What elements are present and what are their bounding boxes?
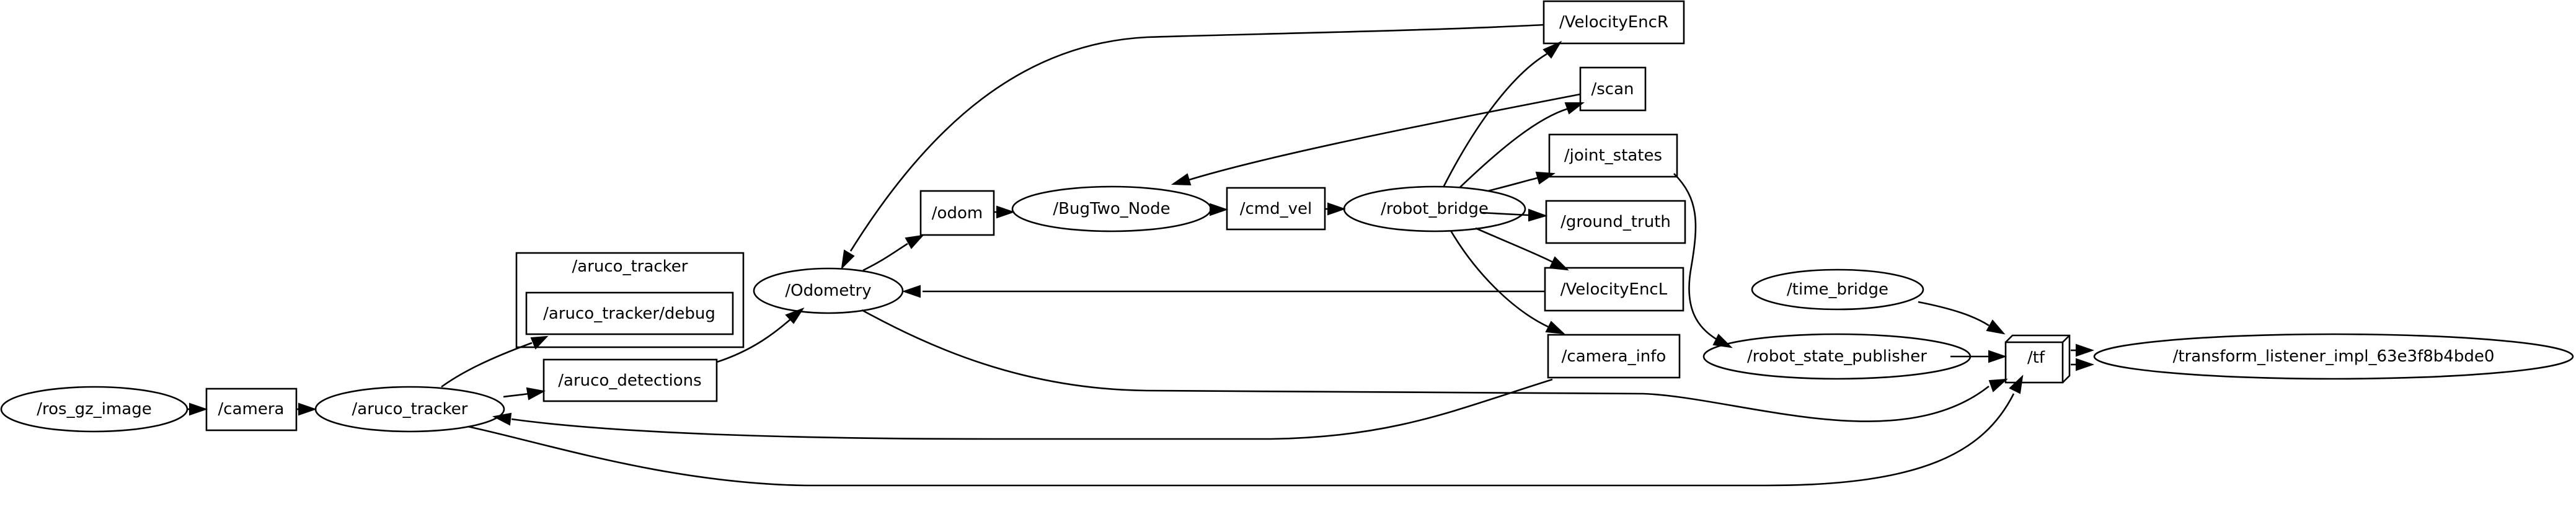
node-label: /BugTwo_Node: [1053, 200, 1170, 218]
edge-aruco-tracker-to-tf: [467, 374, 2024, 487]
edge-aruco-tracker-to-detections: [503, 387, 546, 401]
edge-scan-to-bugtwo: [1171, 93, 1581, 186]
topic-label: /aruco_detections: [558, 371, 701, 390]
node-aruco-tracker[interactable]: /aruco_tracker: [314, 386, 505, 433]
topic-label: /VelocityEncR: [1559, 13, 1668, 32]
edge-robot-bridge-to-ground-truth: [1480, 208, 1548, 222]
topic-velocity-enc-r[interactable]: /VelocityEncR: [1543, 0, 1685, 45]
edge-robot-bridge-to-camera-info: [1450, 230, 1565, 335]
edge-velocity-enc-l-to-odometry: [901, 285, 1545, 298]
nodes: /ros_gz_image /camera /aruco_tracker /ar…: [0, 0, 2574, 433]
node-label: /robot_state_publisher: [1747, 347, 1927, 366]
topic-label: /ground_truth: [1560, 213, 1671, 231]
namespace-label: /aruco_tracker: [572, 257, 688, 276]
node-robot-state-publisher[interactable]: /robot_state_publisher: [1702, 333, 1972, 380]
topic-label: /aruco_tracker/debug: [543, 304, 715, 323]
edge-velocity-enc-r-to-odometry: [841, 24, 1544, 270]
node-label: /aruco_tracker: [352, 400, 468, 418]
node-ros-gz-image[interactable]: /ros_gz_image: [0, 386, 188, 433]
topic-label: /scan: [1591, 80, 1634, 99]
topic-label: /joint_states: [1564, 146, 1662, 165]
edge-robot-bridge-to-velocity-enc-r: [1442, 40, 1562, 188]
edge-camera-to-aruco-tracker: [296, 402, 317, 416]
node-time-bridge[interactable]: /time_bridge: [1751, 268, 1924, 311]
topic-label: /odom: [932, 204, 983, 223]
topic-cmd-vel[interactable]: /cmd_vel: [1226, 187, 1326, 231]
topic-velocity-enc-l[interactable]: /VelocityEncL: [1544, 267, 1684, 312]
edge-time-bridge-to-tf: [1918, 301, 2006, 335]
edge-bugtwo-to-cmd-vel: [1210, 203, 1229, 216]
node-transform-listener[interactable]: /transform_listener_impl_63e3f8b4bde0: [2093, 333, 2574, 380]
topic-label: /camera_info: [1562, 347, 1666, 366]
topic-label: /tf: [2027, 348, 2045, 367]
topic-ground-truth[interactable]: /ground_truth: [1545, 200, 1686, 244]
node-label: /ros_gz_image: [37, 400, 151, 418]
edge-ros-gz-image-to-camera: [187, 402, 208, 416]
topic-tf[interactable]: /tf: [2004, 334, 2071, 384]
node-label: /robot_bridge: [1381, 200, 1489, 218]
edge-tf-to-transform-listener: [2071, 343, 2095, 371]
topic-aruco-detections[interactable]: /aruco_detections: [542, 358, 718, 402]
topic-label: /VelocityEncL: [1560, 280, 1668, 299]
edge-aruco-tracker-to-debug: [441, 335, 549, 388]
namespace-aruco-tracker[interactable]: /aruco_tracker: [515, 252, 745, 348]
edge-cmd-vel-to-robot-bridge: [1325, 202, 1347, 216]
topic-camera-info[interactable]: /camera_info: [1547, 334, 1681, 379]
edges: [187, 24, 2095, 487]
topic-aruco-tracker-debug[interactable]: /aruco_tracker/debug: [525, 291, 734, 335]
topic-odom[interactable]: /odom: [919, 190, 995, 236]
topic-joint-states[interactable]: /joint_states: [1548, 133, 1678, 178]
edge-robot-bridge-to-velocity-enc-l: [1475, 227, 1569, 271]
node-robot-bridge[interactable]: /robot_bridge: [1343, 185, 1526, 232]
topic-label: /camera: [218, 400, 285, 418]
edge-odometry-to-odom: [862, 234, 924, 272]
node-label: /time_bridge: [1787, 280, 1888, 299]
edge-robot-bridge-to-joint-states: [1487, 171, 1556, 192]
edge-rsp-to-tf: [1950, 350, 2007, 363]
node-bugtwo[interactable]: /BugTwo_Node: [1011, 185, 1212, 232]
node-label: /transform_listener_impl_63e3f8b4bde0: [2173, 347, 2495, 366]
edge-odometry-to-tf: [861, 309, 2008, 422]
edge-odom-to-bugtwo: [994, 205, 1016, 219]
topic-camera[interactable]: /camera: [205, 388, 298, 432]
node-odometry[interactable]: /Odometry: [753, 267, 904, 314]
topic-scan[interactable]: /scan: [1579, 66, 1647, 112]
edge-robot-bridge-to-scan: [1459, 102, 1585, 188]
edge-detections-to-odometry: [716, 308, 805, 363]
edge-joint-states-to-rsp: [1673, 173, 1733, 348]
topic-label: /cmd_vel: [1240, 200, 1312, 218]
node-label: /Odometry: [785, 281, 871, 300]
